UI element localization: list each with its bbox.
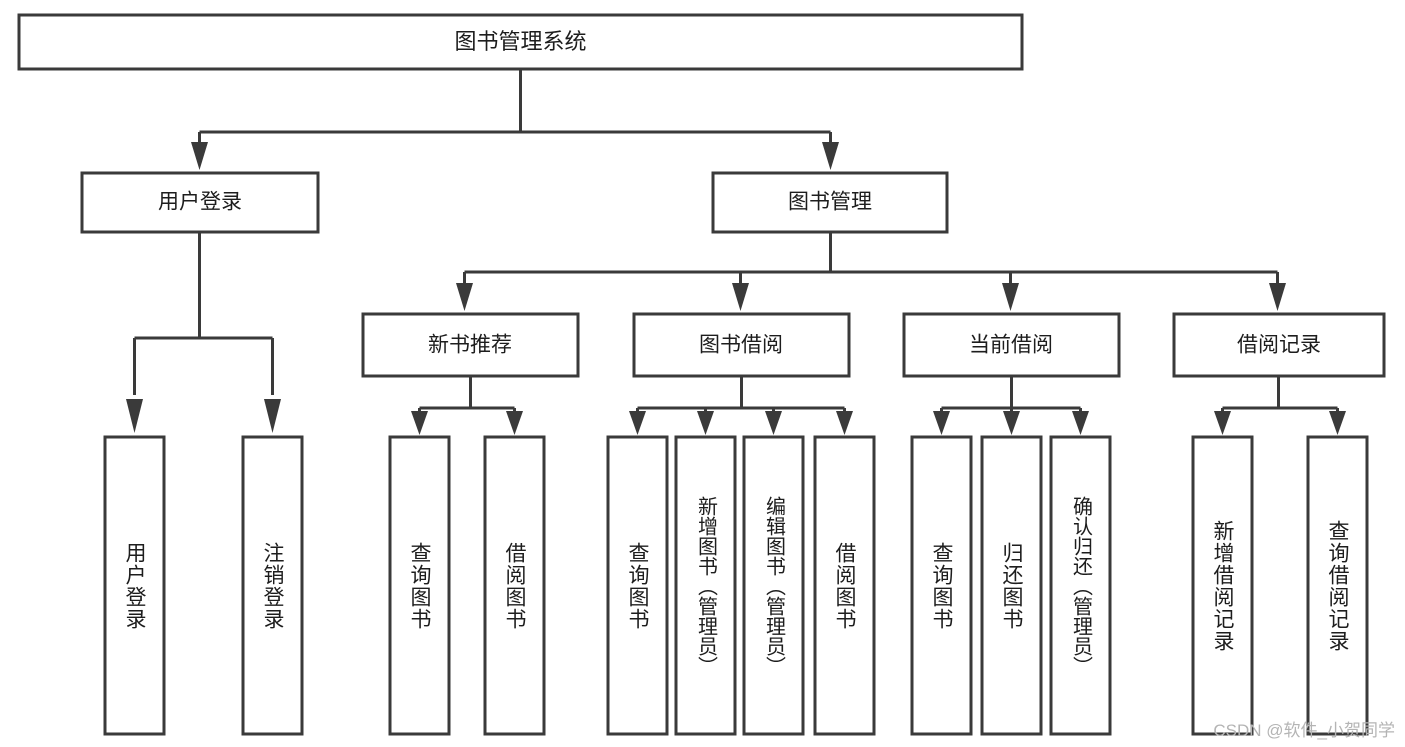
arrow-head-newbook-2 bbox=[506, 411, 523, 435]
leaf-node-current-borrow-confirm[interactable] bbox=[1049, 435, 1112, 736]
arrow-head-bookmanage-4 bbox=[1269, 283, 1286, 311]
leaf-node-new-book-query[interactable] bbox=[388, 435, 451, 736]
node-new-book-recommend[interactable]: 新书推荐 bbox=[361, 312, 580, 378]
leaf-box-new-book-query[interactable] bbox=[388, 435, 451, 736]
node-book-borrow[interactable]: 图书借阅 bbox=[632, 312, 851, 378]
node-book-borrow-box[interactable] bbox=[632, 312, 851, 378]
arrow-head-newbook-1 bbox=[411, 411, 428, 435]
arrow-head-borrowrecord-2 bbox=[1329, 411, 1346, 435]
leaf-node-book-borrow-edit[interactable] bbox=[742, 435, 805, 736]
node-user-login-box[interactable] bbox=[80, 171, 320, 234]
connector-group-borrow-record bbox=[1214, 377, 1346, 435]
leaf-box-user-login-login[interactable] bbox=[103, 435, 166, 736]
arrow-head-currentborrow-2 bbox=[1003, 411, 1020, 435]
arrow-head-userlogin-2 bbox=[264, 399, 281, 433]
arrow-head-bookborrow-4 bbox=[836, 411, 853, 435]
arrow-head-root-2 bbox=[822, 142, 839, 170]
connector-group-root bbox=[191, 69, 839, 170]
node-new-book-recommend-label: 新书推荐 bbox=[428, 334, 512, 357]
leaf-box-borrow-record-add[interactable] bbox=[1191, 435, 1254, 736]
connector-group-current-borrow bbox=[933, 377, 1089, 435]
node-current-borrow[interactable]: 当前借阅 bbox=[902, 312, 1121, 378]
node-user-login[interactable]: 用户登录 bbox=[80, 171, 320, 234]
node-borrow-record-box[interactable] bbox=[1172, 312, 1386, 378]
arrow-head-bookmanage-3 bbox=[1002, 283, 1019, 311]
connector-group-book-borrow bbox=[629, 377, 853, 435]
arrow-head-borrowrecord-1 bbox=[1214, 411, 1231, 435]
leaf-node-current-borrow-query[interactable] bbox=[910, 435, 973, 736]
node-current-borrow-box[interactable] bbox=[902, 312, 1121, 378]
leaf-box-current-borrow-query[interactable] bbox=[910, 435, 973, 736]
connector-group-user-login bbox=[126, 232, 281, 433]
node-new-book-recommend-box[interactable] bbox=[361, 312, 580, 378]
arrow-head-currentborrow-3 bbox=[1072, 411, 1089, 435]
connector-group-book-manage bbox=[456, 232, 1286, 311]
arrow-head-root-1 bbox=[191, 142, 208, 170]
leaf-node-book-borrow-query[interactable] bbox=[606, 435, 669, 736]
leaf-box-user-login-logout[interactable] bbox=[241, 435, 304, 736]
arrow-head-bookborrow-2 bbox=[697, 411, 714, 435]
leaf-node-book-borrow-lend[interactable] bbox=[813, 435, 876, 736]
arrow-head-userlogin-1 bbox=[126, 399, 143, 433]
node-book-borrow-label: 图书借阅 bbox=[699, 334, 783, 357]
arrow-head-bookmanage-1 bbox=[456, 283, 473, 311]
leaf-box-book-borrow-edit[interactable] bbox=[742, 435, 805, 736]
leaf-box-new-book-borrow[interactable] bbox=[483, 435, 546, 736]
leaf-box-current-borrow-return[interactable] bbox=[980, 435, 1043, 736]
arrow-head-bookborrow-1 bbox=[629, 411, 646, 435]
node-root-box[interactable] bbox=[17, 13, 1024, 71]
node-book-manage[interactable]: 图书管理 bbox=[711, 171, 949, 234]
node-root-label: 图书管理系统 bbox=[454, 29, 586, 54]
arrow-head-currentborrow-1 bbox=[933, 411, 950, 435]
node-book-manage-label: 图书管理 bbox=[788, 191, 872, 214]
leaf-box-book-borrow-lend[interactable] bbox=[813, 435, 876, 736]
leaf-node-user-login-login[interactable] bbox=[103, 435, 166, 736]
leaf-box-book-borrow-add[interactable] bbox=[674, 435, 737, 736]
arrow-head-bookborrow-3 bbox=[765, 411, 782, 435]
node-borrow-record[interactable]: 借阅记录 bbox=[1172, 312, 1386, 378]
leaf-box-current-borrow-confirm[interactable] bbox=[1049, 435, 1112, 736]
connector-group-new-book bbox=[411, 377, 523, 435]
node-borrow-record-label: 借阅记录 bbox=[1237, 334, 1321, 357]
node-user-login-label: 用户登录 bbox=[158, 191, 242, 214]
leaf-node-borrow-record-add[interactable] bbox=[1191, 435, 1254, 736]
node-book-manage-box[interactable] bbox=[711, 171, 949, 234]
leaf-node-book-borrow-add[interactable] bbox=[674, 435, 737, 736]
arrow-head-bookmanage-2 bbox=[732, 283, 749, 311]
leaf-box-book-borrow-query[interactable] bbox=[606, 435, 669, 736]
leaf-node-new-book-borrow[interactable] bbox=[483, 435, 546, 736]
leaf-node-borrow-record-query[interactable] bbox=[1306, 435, 1369, 736]
leaf-node-current-borrow-return[interactable] bbox=[980, 435, 1043, 736]
node-root-system[interactable]: 图书管理系统 bbox=[17, 13, 1024, 71]
leaf-box-borrow-record-query[interactable] bbox=[1306, 435, 1369, 736]
node-current-borrow-label: 当前借阅 bbox=[969, 334, 1053, 357]
leaf-node-user-login-logout[interactable] bbox=[241, 435, 304, 736]
